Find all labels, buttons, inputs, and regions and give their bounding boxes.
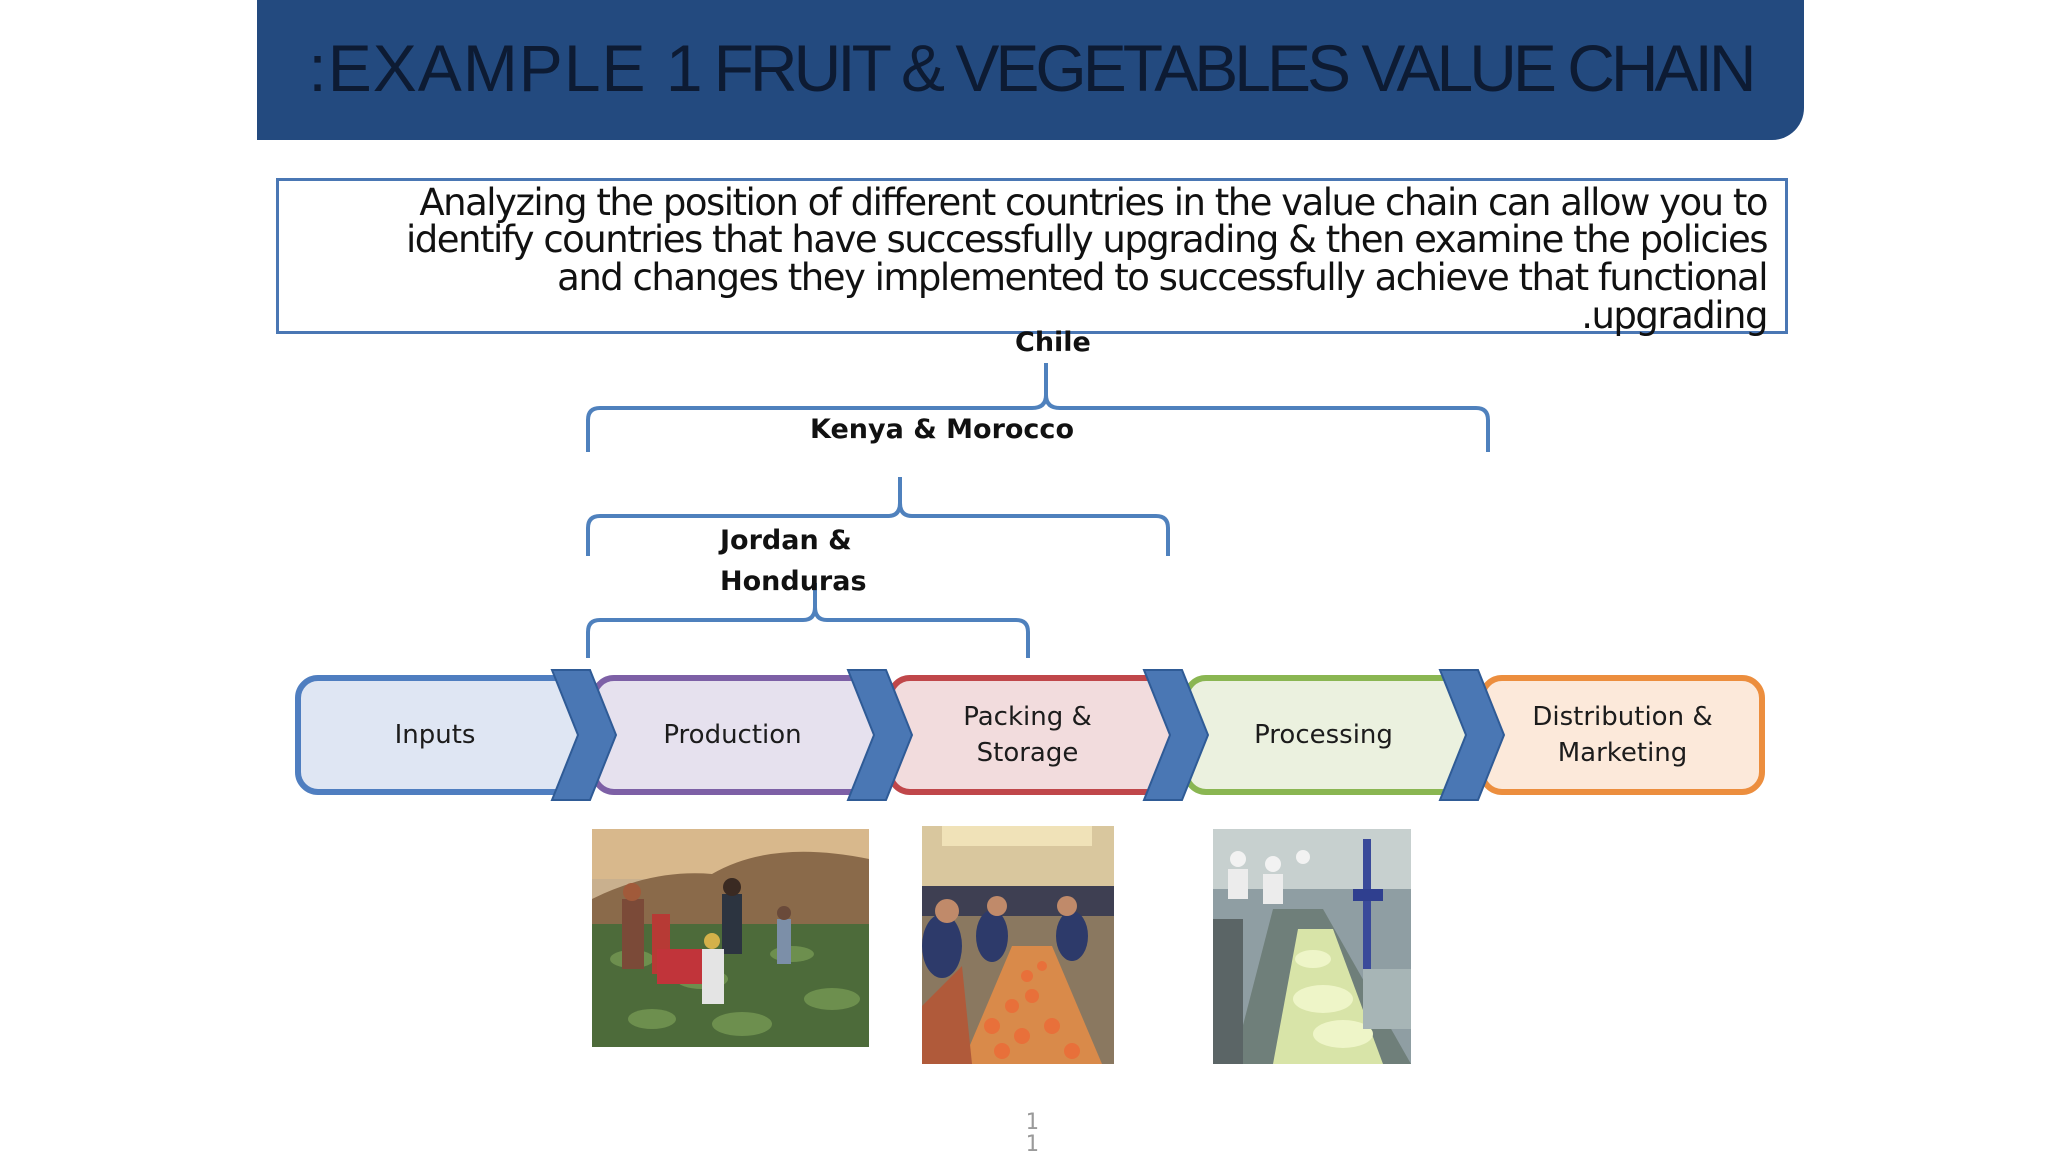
stage-production-label: Production [663, 720, 802, 750]
description-line-2: identify countries that have successfull… [406, 218, 1768, 261]
country-label-jordan: Jordan & [720, 525, 852, 556]
description-line-4: .upgrading [1581, 294, 1768, 337]
country-label-chile: Chile [1015, 327, 1091, 358]
chevron-arrow-1 [550, 669, 618, 801]
chevron-arrow-4 [1438, 669, 1506, 801]
field-harvest-photo [592, 829, 869, 1047]
description-line-1: Analyzing the position of different coun… [419, 181, 1768, 224]
page-number-digit-2: 1 [1025, 1132, 1039, 1157]
stage-distribution-marketing: Distribution & Marketing [1495, 680, 1750, 790]
stage-production: Production [605, 680, 860, 790]
chile-bracket [586, 363, 1490, 452]
stage-distribution-label-1: Distribution & [1532, 702, 1713, 732]
stage-distribution-label-2: Marketing [1557, 738, 1688, 768]
packing-line-photo [922, 826, 1114, 1064]
page-number-digit-1: 1 [1025, 1110, 1039, 1135]
stage-processing: Processing [1196, 680, 1451, 790]
description-line-3: and changes they implemented to successf… [557, 256, 1768, 299]
chevron-arrow-3 [1142, 669, 1210, 801]
page-number: 1 1 [1020, 1112, 1044, 1156]
stage-packing-storage: Packing & Storage [900, 680, 1155, 790]
title-main: FRUIT & VEGETABLES VALUE CHAIN [713, 31, 1757, 105]
stage-packing-label-2: Storage [976, 738, 1079, 768]
stage-inputs: Inputs [300, 680, 570, 790]
jordan-honduras-bracket [586, 583, 1030, 658]
stage-packing-label-1: Packing & [963, 702, 1092, 732]
description-box: Analyzing the position of different coun… [276, 178, 1788, 337]
processing-plant-photo [1213, 829, 1411, 1064]
title-prefix: :EXAMPLE 1 [308, 31, 704, 105]
chevron-arrow-2 [846, 669, 914, 801]
kenya-morocco-bracket [586, 477, 1170, 556]
stage-processing-label: Processing [1254, 720, 1393, 750]
stage-inputs-label: Inputs [394, 720, 476, 750]
country-label-honduras: Honduras [720, 566, 867, 597]
country-label-kenya-morocco: Kenya & Morocco [810, 414, 1074, 445]
